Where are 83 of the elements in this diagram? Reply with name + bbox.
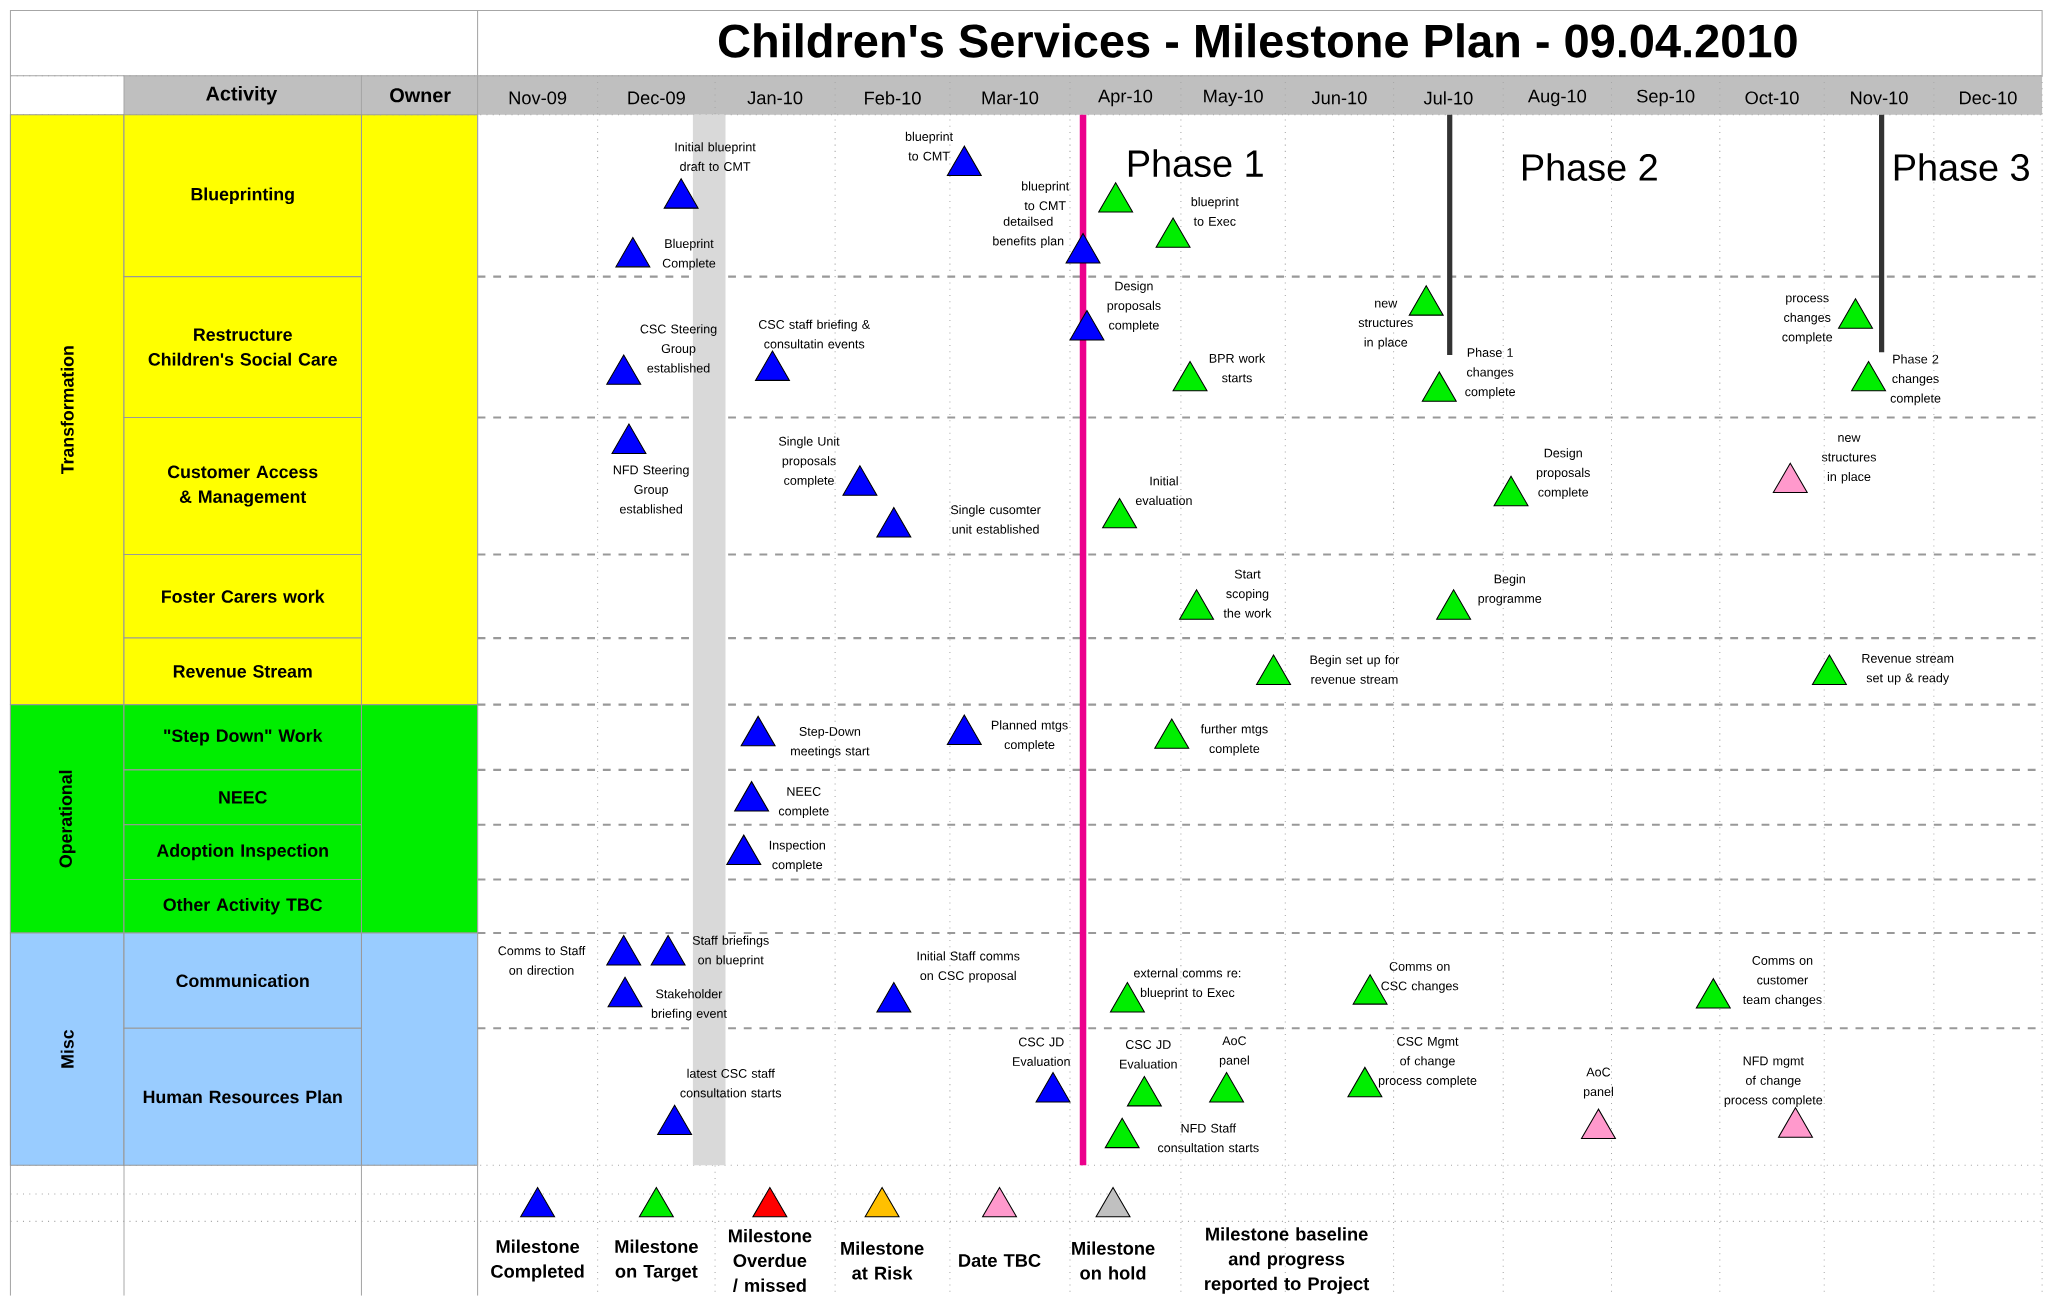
milestone-label: CSC Steering Group established	[640, 324, 717, 373]
milestone-label: Begin set up for revenue stream	[1310, 655, 1400, 684]
milestone-label: new structures in place	[1358, 300, 1413, 350]
activity-cell: Adoption Inspection	[123, 824, 362, 881]
phase-label: Phase 2	[1523, 153, 1657, 182]
milestone-label: blueprint to CMT	[905, 131, 953, 161]
month-header: Apr-10	[1098, 89, 1153, 107]
milestone-label: Begin programme	[1478, 574, 1542, 606]
legend-text: Date TBC	[959, 1254, 1041, 1268]
milestone-label: Blueprint Complete	[662, 238, 716, 271]
legend-text: Milestone on Target	[615, 1239, 698, 1282]
activity-cell: Revenue Stream	[123, 637, 362, 706]
milestone-label: blueprint to Exec	[1191, 197, 1239, 226]
milestone-label: CSC Mgmt of change process complete	[1378, 1037, 1477, 1088]
milestone-label: external comms re: blueprint to Exec	[1134, 968, 1241, 1000]
milestone-label: process changes complete	[1782, 295, 1833, 345]
activity-cell: Restructure Children's Social Care	[123, 276, 362, 419]
phase-label: Phase 3	[1894, 153, 2029, 182]
milestone-label: Phase 1 changes complete	[1465, 347, 1515, 399]
milestone-label: NFD Steering Group established	[613, 465, 689, 514]
milestone-label: AoC panel	[1219, 1036, 1249, 1068]
milestone-label: Single Unit proposals complete	[778, 436, 840, 488]
group-band: Misc	[9, 932, 125, 1166]
milestone-label: Comms on CSC changes	[1381, 962, 1459, 993]
activity-cell: Foster Carers work	[123, 554, 362, 639]
title: Children's Services - Milestone Plan - 09.04.2010	[719, 23, 1797, 58]
legend-text: Milestone Completed	[491, 1239, 584, 1282]
activity-cell: NEEC	[123, 769, 362, 826]
legend-text: Milestone at Risk	[841, 1241, 924, 1280]
milestone-label: Stakeholder briefing event	[651, 989, 727, 1021]
month-header: Sep-10	[1637, 89, 1695, 107]
month-header: Feb-10	[865, 91, 921, 105]
milestone-label: Comms to Staff on direction	[498, 946, 586, 975]
milestone-label: Inspection complete	[769, 840, 825, 872]
month-header: Nov-10	[1851, 91, 1908, 105]
milestone-label: Step-Down meetings start	[791, 727, 870, 759]
milestone-label: Staff briefings on blueprint	[692, 935, 769, 968]
milestone-label: new structures in place	[1821, 435, 1877, 484]
milestone-label: BPR work starts	[1209, 353, 1266, 383]
month-header: Jan-10	[747, 91, 803, 105]
milestone-label: Initial evaluation	[1135, 476, 1192, 506]
month-header: Dec-10	[1960, 91, 2017, 105]
activity-cell: Communication	[123, 932, 362, 1029]
group-band: Operational	[9, 704, 125, 934]
milestone-label: Design proposals complete	[1536, 448, 1590, 500]
month-header: Jun-10	[1311, 91, 1367, 105]
milestone-label: Planned mtgs complete	[991, 720, 1068, 752]
milestone-label: blueprint to CMT	[1022, 181, 1070, 211]
activity-cell: Customer Access & Management	[123, 417, 362, 556]
milestone-label: Initial blueprint draft to CMT	[675, 142, 756, 172]
milestone-label: Single cusomter unit established	[950, 505, 1041, 534]
column-header: Owner	[390, 88, 451, 103]
month-header: Oct-10	[1745, 91, 1799, 105]
milestone-label: Revenue stream set up & ready	[1862, 654, 1954, 685]
milestone-label: Design proposals complete	[1107, 281, 1161, 333]
milestone-label: NFD Staff consultation starts	[1158, 1123, 1259, 1153]
milestone-label: AoC panel	[1583, 1067, 1613, 1099]
month-header: Jul-10	[1423, 91, 1473, 105]
milestone-label: CSC JD Evaluation	[1120, 1040, 1177, 1069]
month-header: Nov-09	[509, 91, 567, 105]
milestone-label: NEEC complete	[778, 787, 829, 819]
milestone-label: CSC JD Evaluation	[1013, 1037, 1070, 1067]
milestone-label: latest CSC staff consultation starts	[680, 1068, 782, 1098]
legend-text: Milestone Overdue / missed	[729, 1229, 812, 1293]
milestone-label: Comms on customer team changes	[1742, 956, 1822, 1007]
milestone-label: NFD mgmt of change process complete	[1724, 1056, 1823, 1108]
milestone-label: Start scoping the work	[1223, 569, 1272, 618]
milestone-label: Phase 2 changes complete	[1890, 354, 1941, 406]
milestone-label: detailsed benefits plan	[993, 216, 1064, 249]
milestone-label: CSC staff briefing & consultatin events	[758, 319, 870, 349]
activity-cell: Human Resources Plan	[123, 1027, 362, 1166]
activity-cell: Blueprinting	[123, 114, 362, 278]
month-header: Aug-10	[1527, 89, 1587, 107]
activity-cell: "Step Down" Work	[123, 704, 362, 771]
milestone-label: Initial Staff comms on CSC proposal	[917, 951, 1020, 983]
legend-note: Milestone baseline and progress reported to Project	[1205, 1227, 1370, 1294]
month-header: Dec-09	[628, 91, 685, 105]
activity-cell: Other Activity TBC	[123, 879, 362, 934]
phase-label: Phase 1	[1128, 149, 1263, 178]
milestone-label: further mtgs complete	[1200, 724, 1268, 756]
month-header: May-10	[1204, 89, 1263, 107]
legend-text: Milestone on hold	[1072, 1241, 1155, 1280]
month-header: Mar-10	[982, 91, 1039, 105]
